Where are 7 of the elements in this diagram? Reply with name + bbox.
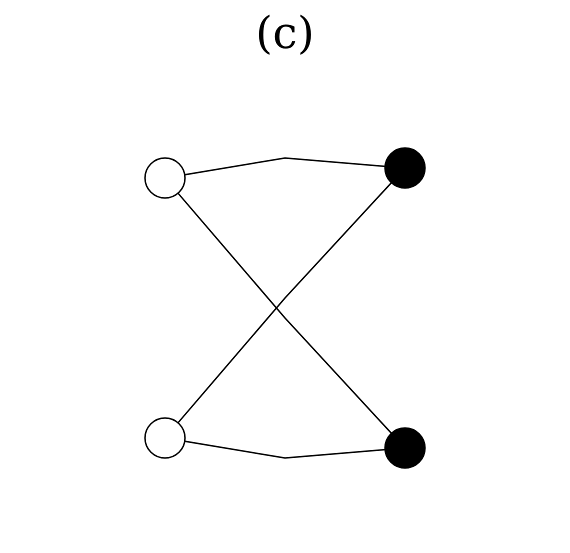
node-circle [384,426,426,468]
connector [184,156,386,175]
node-circle [144,156,186,198]
connector [184,440,386,458]
node-circle [384,146,426,188]
panel-label: (c) [256,8,314,59]
node-circle [144,416,186,458]
